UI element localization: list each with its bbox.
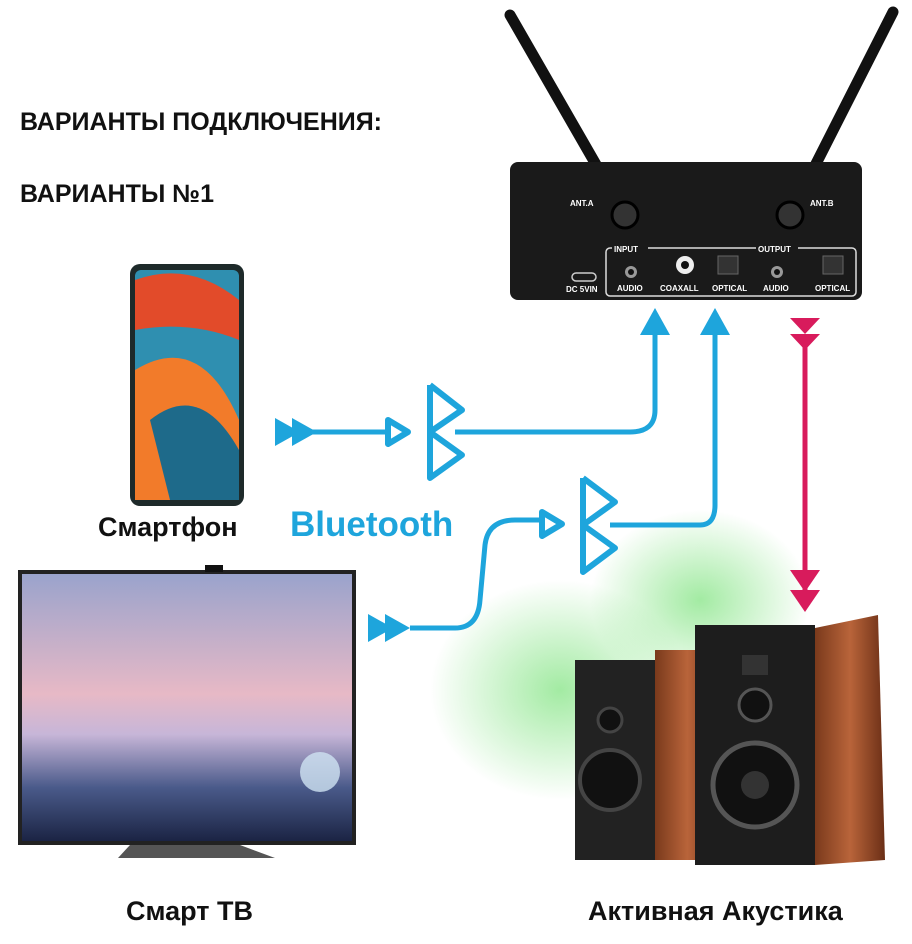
- bluetooth-icon: [385, 382, 465, 481]
- svg-text:DC 5VIN: DC 5VIN: [566, 285, 598, 294]
- bluetooth-connection-lines: [310, 335, 718, 631]
- smart-tv-image: [18, 565, 356, 858]
- svg-text:OUTPUT: OUTPUT: [758, 245, 791, 254]
- smart-tv-label: Смарт ТВ: [126, 896, 253, 926]
- smartphone-label: Смартфон: [98, 512, 238, 542]
- arrow-icon: [275, 308, 730, 642]
- svg-text:INPUT: INPUT: [614, 245, 638, 254]
- output-connection-line: [790, 318, 820, 612]
- svg-text:AUDIO: AUDIO: [763, 284, 789, 293]
- svg-text:OPTICAL: OPTICAL: [712, 284, 747, 293]
- svg-text:OPTICAL: OPTICAL: [815, 284, 850, 293]
- bluetooth-icon: [539, 475, 618, 575]
- variant-title: ВАРИАНТЫ №1: [20, 180, 215, 208]
- speakers-label: Активная Акустика: [588, 896, 843, 926]
- smartphone-image: [130, 264, 244, 506]
- svg-text:COAXALL: COAXALL: [660, 284, 699, 293]
- bluetooth-receiver: ANT.A ANT.B INPUT OUTPUT DC 5VIN AUDIO C…: [510, 162, 862, 300]
- svg-text:ANT.B: ANT.B: [810, 199, 834, 208]
- bluetooth-label: Bluetooth: [290, 505, 454, 544]
- svg-text:ANT.A: ANT.A: [570, 199, 594, 208]
- svg-text:AUDIO: AUDIO: [617, 284, 643, 293]
- speakers-image: [575, 615, 885, 865]
- page-title: ВАРИАНТЫ ПОДКЛЮЧЕНИЯ:: [20, 108, 383, 136]
